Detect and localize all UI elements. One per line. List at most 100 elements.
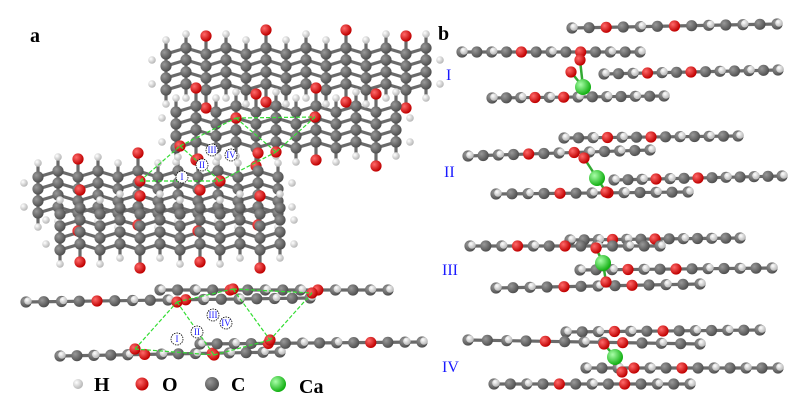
atom-h [648,145,656,153]
atom-h [776,65,784,73]
atom-h [216,260,224,268]
atom-c [310,124,322,136]
legend-ca-swatch [270,376,286,392]
atom-h [288,179,296,187]
atom-h [42,216,50,224]
atom-c [471,46,483,58]
atom-h [570,23,578,31]
atom-h [591,132,599,141]
atom-c [260,66,272,78]
atom-c [615,90,627,103]
site-marker-label: IV [226,150,236,160]
atom-h [300,338,309,346]
atom-c [174,232,186,244]
site-marker-label: I [181,172,184,182]
atom-h [718,66,726,75]
atom-c [174,220,186,232]
atom-h [176,196,184,204]
atom-h [382,94,390,102]
atom-h [775,19,783,27]
atom-c [507,282,519,294]
atom-h [617,146,626,154]
atom-h [332,94,340,102]
atom-c [210,106,222,118]
atom-o [370,160,382,172]
atom-c [572,132,585,144]
atom-h [392,152,400,160]
atom-o [685,66,697,78]
atom-o [132,147,144,159]
atom-h [490,93,498,101]
site-marker-ring [195,158,209,172]
atom-c [477,149,489,162]
atom-h [154,159,162,167]
atom-h [222,94,230,102]
site-marker-ring [175,170,189,184]
atom-h [42,240,50,248]
cell-line [219,151,277,182]
atom-h [596,234,605,243]
atom-c [94,244,106,256]
atom-c [254,232,266,244]
atom-c [320,48,332,60]
atom-o [194,184,206,196]
atom-c [360,84,372,96]
atom-c [54,232,66,244]
atom-h [116,254,124,262]
atom-c [630,131,643,143]
atom-ca [575,79,591,95]
atom-c [635,378,647,390]
atom-c [629,144,641,157]
atom-h [216,196,224,204]
atom-h [620,132,628,141]
atom-c [254,208,266,220]
atom-c [609,280,621,292]
atom-h [242,100,250,108]
atom-o [340,96,352,108]
atom-c [210,118,222,130]
atom-h [494,283,502,291]
legend-c-label: C [231,374,245,396]
atom-c [720,232,732,244]
atom-h [706,263,714,272]
atom-o [515,46,527,58]
atom-o [692,172,704,184]
atom-c [180,78,192,90]
atom-h [162,100,170,108]
atom-h [176,260,184,268]
atom-c [390,100,402,112]
atom-h [232,338,240,347]
atom-h [236,254,244,262]
atom-h [20,203,28,211]
atom-h [678,131,686,140]
atom-c [390,112,402,124]
atom-h [707,131,715,140]
atom-c [370,130,382,142]
atom-c [154,214,166,226]
atom-c [280,72,292,84]
atom-c [174,208,186,220]
atom-h [776,363,784,371]
legend-o-label: O [162,374,178,396]
atom-o [74,184,86,196]
atom-c [32,183,44,195]
atom-c [320,60,332,72]
atom-c [589,46,602,58]
atom-h [590,379,598,387]
atom-h [292,94,300,102]
atom-c [480,240,492,252]
atom-c [300,78,312,90]
atom-c [602,378,614,390]
atom-h [758,325,766,333]
atom-c [340,42,352,54]
atom-h [528,282,536,291]
atom-c [370,106,382,118]
atom-h [392,88,400,96]
atom-c [92,165,104,177]
atom-c [400,72,412,84]
atom-h [54,153,62,161]
atom-o [511,240,524,252]
atom-c [252,165,264,177]
atom-c [677,278,689,290]
